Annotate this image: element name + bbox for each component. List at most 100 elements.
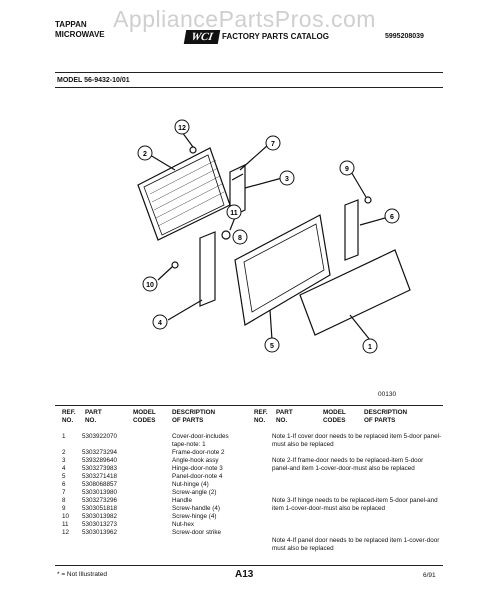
- watermark: AppliancePartsPros.com: [113, 6, 376, 32]
- cell-ref-no: 12: [62, 529, 70, 536]
- callout-8: 8: [238, 235, 242, 242]
- cell-part-no: 5308068857: [82, 481, 118, 488]
- table-row: tape-note: 1: [62, 441, 242, 449]
- cell-description: Handle: [172, 497, 192, 504]
- table-row: 3 5393289640 Angle-hook assy: [62, 457, 242, 465]
- cell-description: tape-note: 1: [172, 441, 206, 448]
- callout-6: 6: [390, 214, 394, 221]
- cell-ref-no: 4: [62, 465, 66, 472]
- catalog-number: 5995208039: [385, 33, 424, 40]
- callout-5: 5: [270, 343, 274, 350]
- table-row: 11 5303013273 Nut-hex: [62, 521, 242, 529]
- cell-part-no: 5303013982: [82, 513, 118, 520]
- cell-ref-no: 5: [62, 473, 66, 480]
- divider-footer: [55, 565, 443, 566]
- hinge: [199, 231, 216, 307]
- header-model-codes-right: MODEL CODES: [323, 409, 346, 424]
- table-row: 6 5308068857 Nut-hinge (4): [62, 481, 242, 489]
- cell-ref-no: 10: [62, 513, 70, 520]
- brand-name: TAPPAN: [55, 20, 87, 29]
- note-4: Note 4-If panel door needs to be replace…: [272, 537, 440, 552]
- table-row: 2 5303273294 Frame-door-note 2: [62, 449, 242, 457]
- note-2: Note 2-If frame-door needs to be replace…: [272, 457, 424, 472]
- cell-part-no: 5303922070: [82, 433, 118, 440]
- cell-description: Panel-door-note 4: [172, 473, 223, 480]
- cell-description: Nut-hex: [172, 521, 195, 528]
- not-illustrated-note: * = Not Illustrated: [57, 571, 108, 578]
- callout-4: 4: [158, 320, 162, 327]
- table-row: 4 5303273983 Hinge-door-note 3: [62, 465, 242, 473]
- callout-1: 1: [368, 344, 372, 351]
- catalog-title: FACTORY PARTS CATALOG: [222, 32, 329, 41]
- figure-code: 00130: [378, 391, 397, 398]
- cell-ref-no: 8: [62, 497, 66, 504]
- cell-ref-no: 9: [62, 505, 66, 512]
- note-1: Note 1-If cover door needs to be replace…: [272, 433, 442, 448]
- callout-2: 2: [143, 151, 147, 158]
- header-ref-no-right: REF. NO.: [254, 409, 268, 424]
- cell-part-no: 5303013980: [82, 489, 118, 496]
- header-description-right: DESCRIPTION OF PARTS: [364, 409, 408, 424]
- cell-description: Screw-door strike: [172, 529, 221, 536]
- cell-ref-no: 3: [62, 457, 66, 464]
- cell-part-no: 5303273294: [82, 449, 118, 456]
- table-row: 7 5303013980 Screw-angle (2): [62, 489, 242, 497]
- angle-hook: [229, 164, 246, 218]
- cell-ref-no: 6: [62, 481, 66, 488]
- cell-ref-no: 1: [62, 433, 66, 440]
- cell-description: Screw-handle (4): [172, 505, 220, 512]
- handle: [344, 199, 359, 261]
- model-number: MODEL 56-9432-10/01: [57, 77, 130, 84]
- cell-part-no: 5303051818: [82, 505, 118, 512]
- header-part-no-right: PART NO.: [276, 409, 293, 424]
- callout-11: 11: [230, 210, 238, 217]
- cell-description: Cover-door-includes: [172, 433, 229, 440]
- frame-door: [137, 147, 231, 241]
- cell-description: Nut-hinge (4): [172, 481, 209, 488]
- callout-3: 3: [285, 176, 289, 183]
- cell-description: Frame-door-note 2: [172, 449, 225, 456]
- callout-7: 7: [271, 141, 275, 148]
- header-description: DESCRIPTION OF PARTS: [172, 409, 216, 424]
- page-number: A13: [235, 569, 254, 580]
- screw-door-strike: [189, 146, 197, 154]
- cell-part-no: 5393289640: [82, 457, 118, 464]
- cell-part-no: 5303273296: [82, 497, 118, 504]
- callout-10: 10: [146, 282, 154, 289]
- table-row: 12 5303013962 Screw-door strike: [62, 529, 242, 537]
- table-row: 5 5303271418 Panel-door-note 4: [62, 473, 242, 481]
- exploded-diagram: 12 2 7 3 9 6 11 8 10 4 5 1: [137, 119, 411, 354]
- note-3: Note 3-If hinge needs to be replaced-ite…: [272, 497, 438, 512]
- divider-model: [55, 87, 443, 88]
- screw-handle: [364, 196, 372, 204]
- cell-part-no: 5303013273: [82, 521, 118, 528]
- cell-description: Screw-angle (2): [172, 489, 217, 496]
- cell-description: Hinge-door-note 3: [172, 465, 223, 472]
- catalog-date: 6/91: [423, 572, 436, 579]
- table-row: 8 5303273296 Handle: [62, 497, 242, 505]
- table-row: 10 5303013982 Screw-hinge (4): [62, 513, 242, 521]
- divider-table: [55, 405, 443, 406]
- cell-ref-no: 2: [62, 449, 66, 456]
- callout-12: 12: [178, 125, 186, 132]
- nut-hex: [221, 230, 231, 240]
- cover-door: [299, 249, 411, 336]
- cell-part-no: 5303271418: [82, 473, 118, 480]
- table-row: 9 5303051818 Screw-handle (4): [62, 505, 242, 513]
- product-name: MICROWAVE: [55, 30, 105, 39]
- screw-hinge: [171, 261, 179, 269]
- table-row: 1 5303922070 Cover-door-includes: [62, 433, 242, 441]
- wci-logo: WCI: [183, 30, 221, 44]
- header-model-codes: MODEL CODES: [133, 409, 156, 424]
- divider-top: [55, 72, 443, 73]
- cell-ref-no: 11: [62, 521, 69, 528]
- cell-description: Angle-hook assy: [172, 457, 219, 464]
- header-part-no: PART NO.: [85, 409, 102, 424]
- brand-header: TAPPAN MICROWAVE: [55, 20, 105, 40]
- cell-ref-no: 7: [62, 489, 66, 496]
- cell-part-no: 5303273983: [82, 465, 118, 472]
- cell-part-no: 5303013962: [82, 529, 118, 536]
- cell-description: Screw-hinge (4): [172, 513, 217, 520]
- callout-9: 9: [345, 166, 349, 173]
